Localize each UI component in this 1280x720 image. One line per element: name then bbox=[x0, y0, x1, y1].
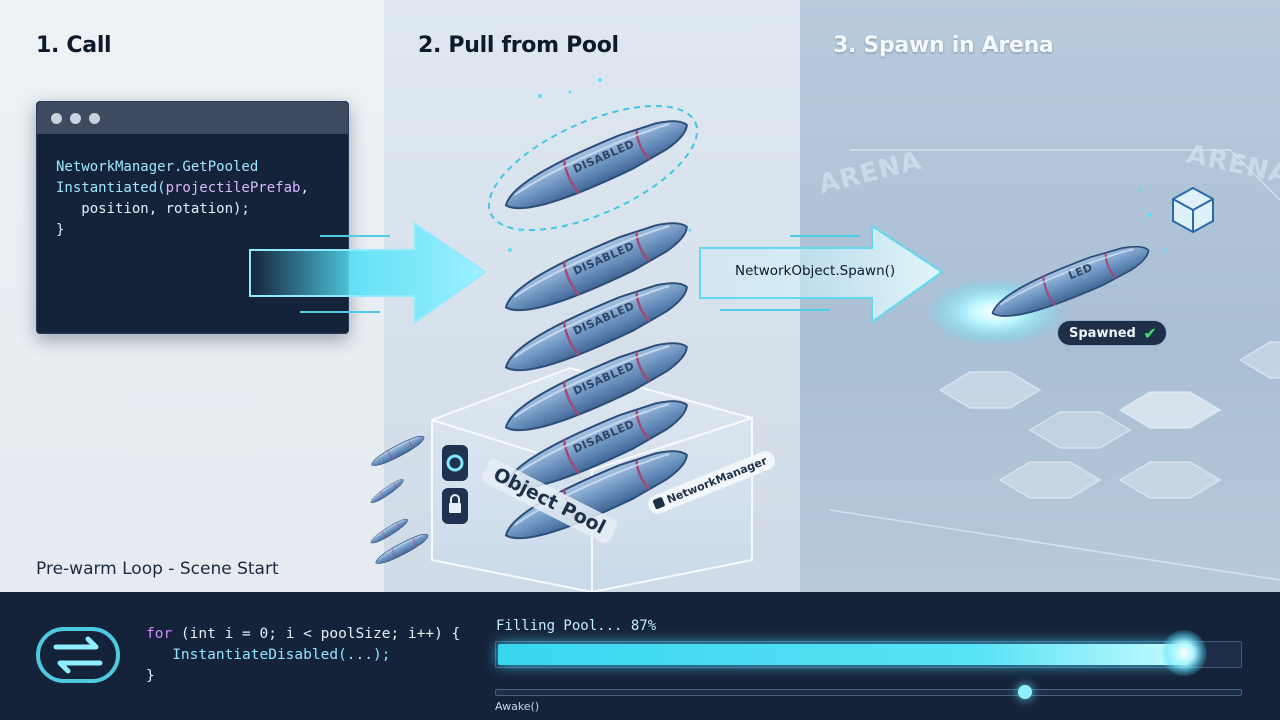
window-dot-icon bbox=[51, 113, 62, 124]
sparkles bbox=[508, 78, 1167, 252]
prewarm-loop-code: for (int i = 0; i < poolSize; i++) { Ins… bbox=[146, 624, 460, 687]
code-line-2-end: , bbox=[300, 180, 309, 196]
code-line-3: position, rotation); bbox=[56, 201, 250, 217]
window-dot-icon bbox=[89, 113, 100, 124]
progress-label: Filling Pool... 87% bbox=[496, 618, 657, 634]
prewarm-strip: for (int i = 0; i < poolSize; i++) { Ins… bbox=[0, 592, 1280, 720]
small-projectile bbox=[368, 476, 406, 506]
window-dot-icon bbox=[70, 113, 81, 124]
step-3-title: 3. Spawn in Arena bbox=[833, 33, 1054, 58]
code-line-4: } bbox=[56, 222, 65, 238]
pool-progress-bar bbox=[495, 630, 1242, 676]
loop-line-1: (int i = 0; i < poolSize; i++) { bbox=[172, 626, 461, 642]
prewarm-caption: Pre-warm Loop - Scene Start bbox=[36, 559, 279, 579]
call-code: NetworkManager.GetPooled Instantiated(pr… bbox=[56, 157, 309, 241]
pool-progress-fill bbox=[498, 644, 1189, 665]
lifecycle-timeline bbox=[495, 685, 1242, 699]
loop-line-3: } bbox=[146, 668, 155, 684]
selection-outline bbox=[487, 105, 699, 231]
code-line-2-fn: Instantiated( bbox=[56, 180, 166, 196]
check-icon: ✔ bbox=[1143, 324, 1157, 343]
arena-floor bbox=[829, 149, 1280, 581]
loop-icon bbox=[36, 627, 120, 683]
code-window-titlebar bbox=[37, 102, 348, 134]
progress-glow bbox=[1161, 630, 1207, 676]
small-projectile bbox=[368, 431, 428, 471]
spawned-badge: Spawned ✔ bbox=[1057, 320, 1167, 346]
code-line-2-arg: projectilePrefab bbox=[165, 180, 301, 196]
step-2-title: 2. Pull from Pool bbox=[418, 33, 619, 58]
network-manager-icon bbox=[652, 496, 666, 510]
code-line-1: NetworkManager.GetPooled bbox=[56, 159, 259, 175]
step-1-title: 1. Call bbox=[36, 33, 112, 58]
call-to-pool-arrow bbox=[249, 222, 487, 324]
loop-line-2: InstantiateDisabled(...); bbox=[146, 647, 391, 663]
network-cube-icon bbox=[1172, 186, 1214, 234]
pool-ring-icon bbox=[442, 445, 468, 481]
loop-keyword: for bbox=[146, 626, 173, 642]
spawned-badge-text: Spawned bbox=[1069, 326, 1136, 341]
spawn-call-label: NetworkObject.Spawn() bbox=[735, 263, 896, 279]
timeline-marker bbox=[1018, 685, 1032, 699]
illustration bbox=[249, 78, 1280, 592]
pool-to-arena-arrow bbox=[699, 224, 944, 324]
timeline-label: Awake() bbox=[495, 700, 540, 713]
